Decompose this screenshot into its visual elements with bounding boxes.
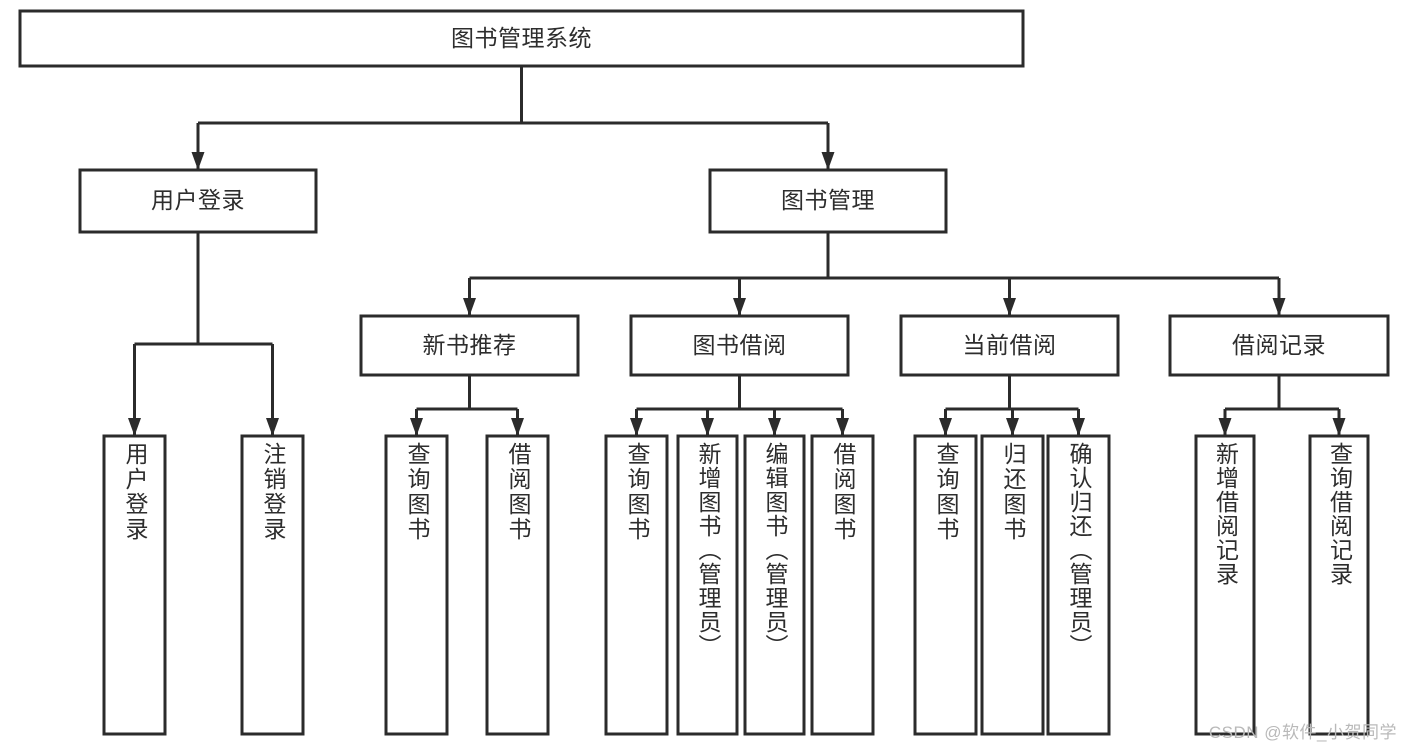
arrow-head-icon — [1072, 418, 1085, 436]
arrow-head-icon — [1218, 418, 1232, 436]
arrow-head-icon — [191, 152, 205, 170]
arrow-head-icon — [511, 418, 524, 436]
arrow-head-icon — [266, 418, 279, 436]
arrow-head-icon — [733, 298, 746, 316]
arrow-head-icon — [1332, 418, 1346, 436]
node-box-leaf-12[interactable] — [1194, 434, 1256, 736]
node-box-login[interactable] — [78, 168, 318, 234]
node-box-leaf-4[interactable] — [485, 434, 550, 736]
node-box-leaf-8[interactable] — [810, 434, 875, 736]
node-box-leaf-1[interactable] — [102, 434, 167, 736]
node-box-leaf-6[interactable] — [676, 434, 739, 736]
csdn-watermark: CSDN @软件_小贺同学 — [1208, 723, 1397, 742]
arrow-head-icon — [463, 298, 476, 316]
node-box-current[interactable] — [899, 314, 1120, 377]
arrow-head-icon — [630, 418, 643, 436]
arrow-head-icon — [128, 418, 141, 436]
node-box-newbook[interactable] — [359, 314, 580, 377]
node-box-borrow[interactable] — [629, 314, 850, 377]
arrow-head-icon — [821, 152, 835, 170]
arrow-head-icon — [939, 418, 952, 436]
arrow-head-icon — [1003, 298, 1016, 316]
node-box-root[interactable] — [18, 9, 1025, 68]
edges-layer — [128, 66, 1346, 436]
node-box-leaf-5[interactable] — [604, 434, 669, 736]
arrow-head-icon — [701, 418, 714, 436]
node-box-leaf-11[interactable] — [1046, 434, 1111, 736]
arrow-head-icon — [1006, 418, 1019, 436]
node-box-leaf-10[interactable] — [980, 434, 1045, 736]
node-box-leaf-9[interactable] — [913, 434, 978, 736]
node-box-leaf-7[interactable] — [743, 434, 806, 736]
arrow-head-icon — [768, 418, 781, 436]
node-box-records[interactable] — [1168, 314, 1390, 377]
node-box-bookmgmt[interactable] — [708, 168, 948, 234]
node-box-leaf-13[interactable] — [1308, 434, 1370, 736]
node-box-leaf-2[interactable] — [240, 434, 305, 736]
node-box-leaf-3[interactable] — [384, 434, 449, 736]
arrow-head-icon — [410, 418, 423, 436]
arrow-head-icon — [836, 418, 849, 436]
arrow-head-icon — [1272, 298, 1286, 316]
nodes-layer — [18, 9, 1390, 736]
